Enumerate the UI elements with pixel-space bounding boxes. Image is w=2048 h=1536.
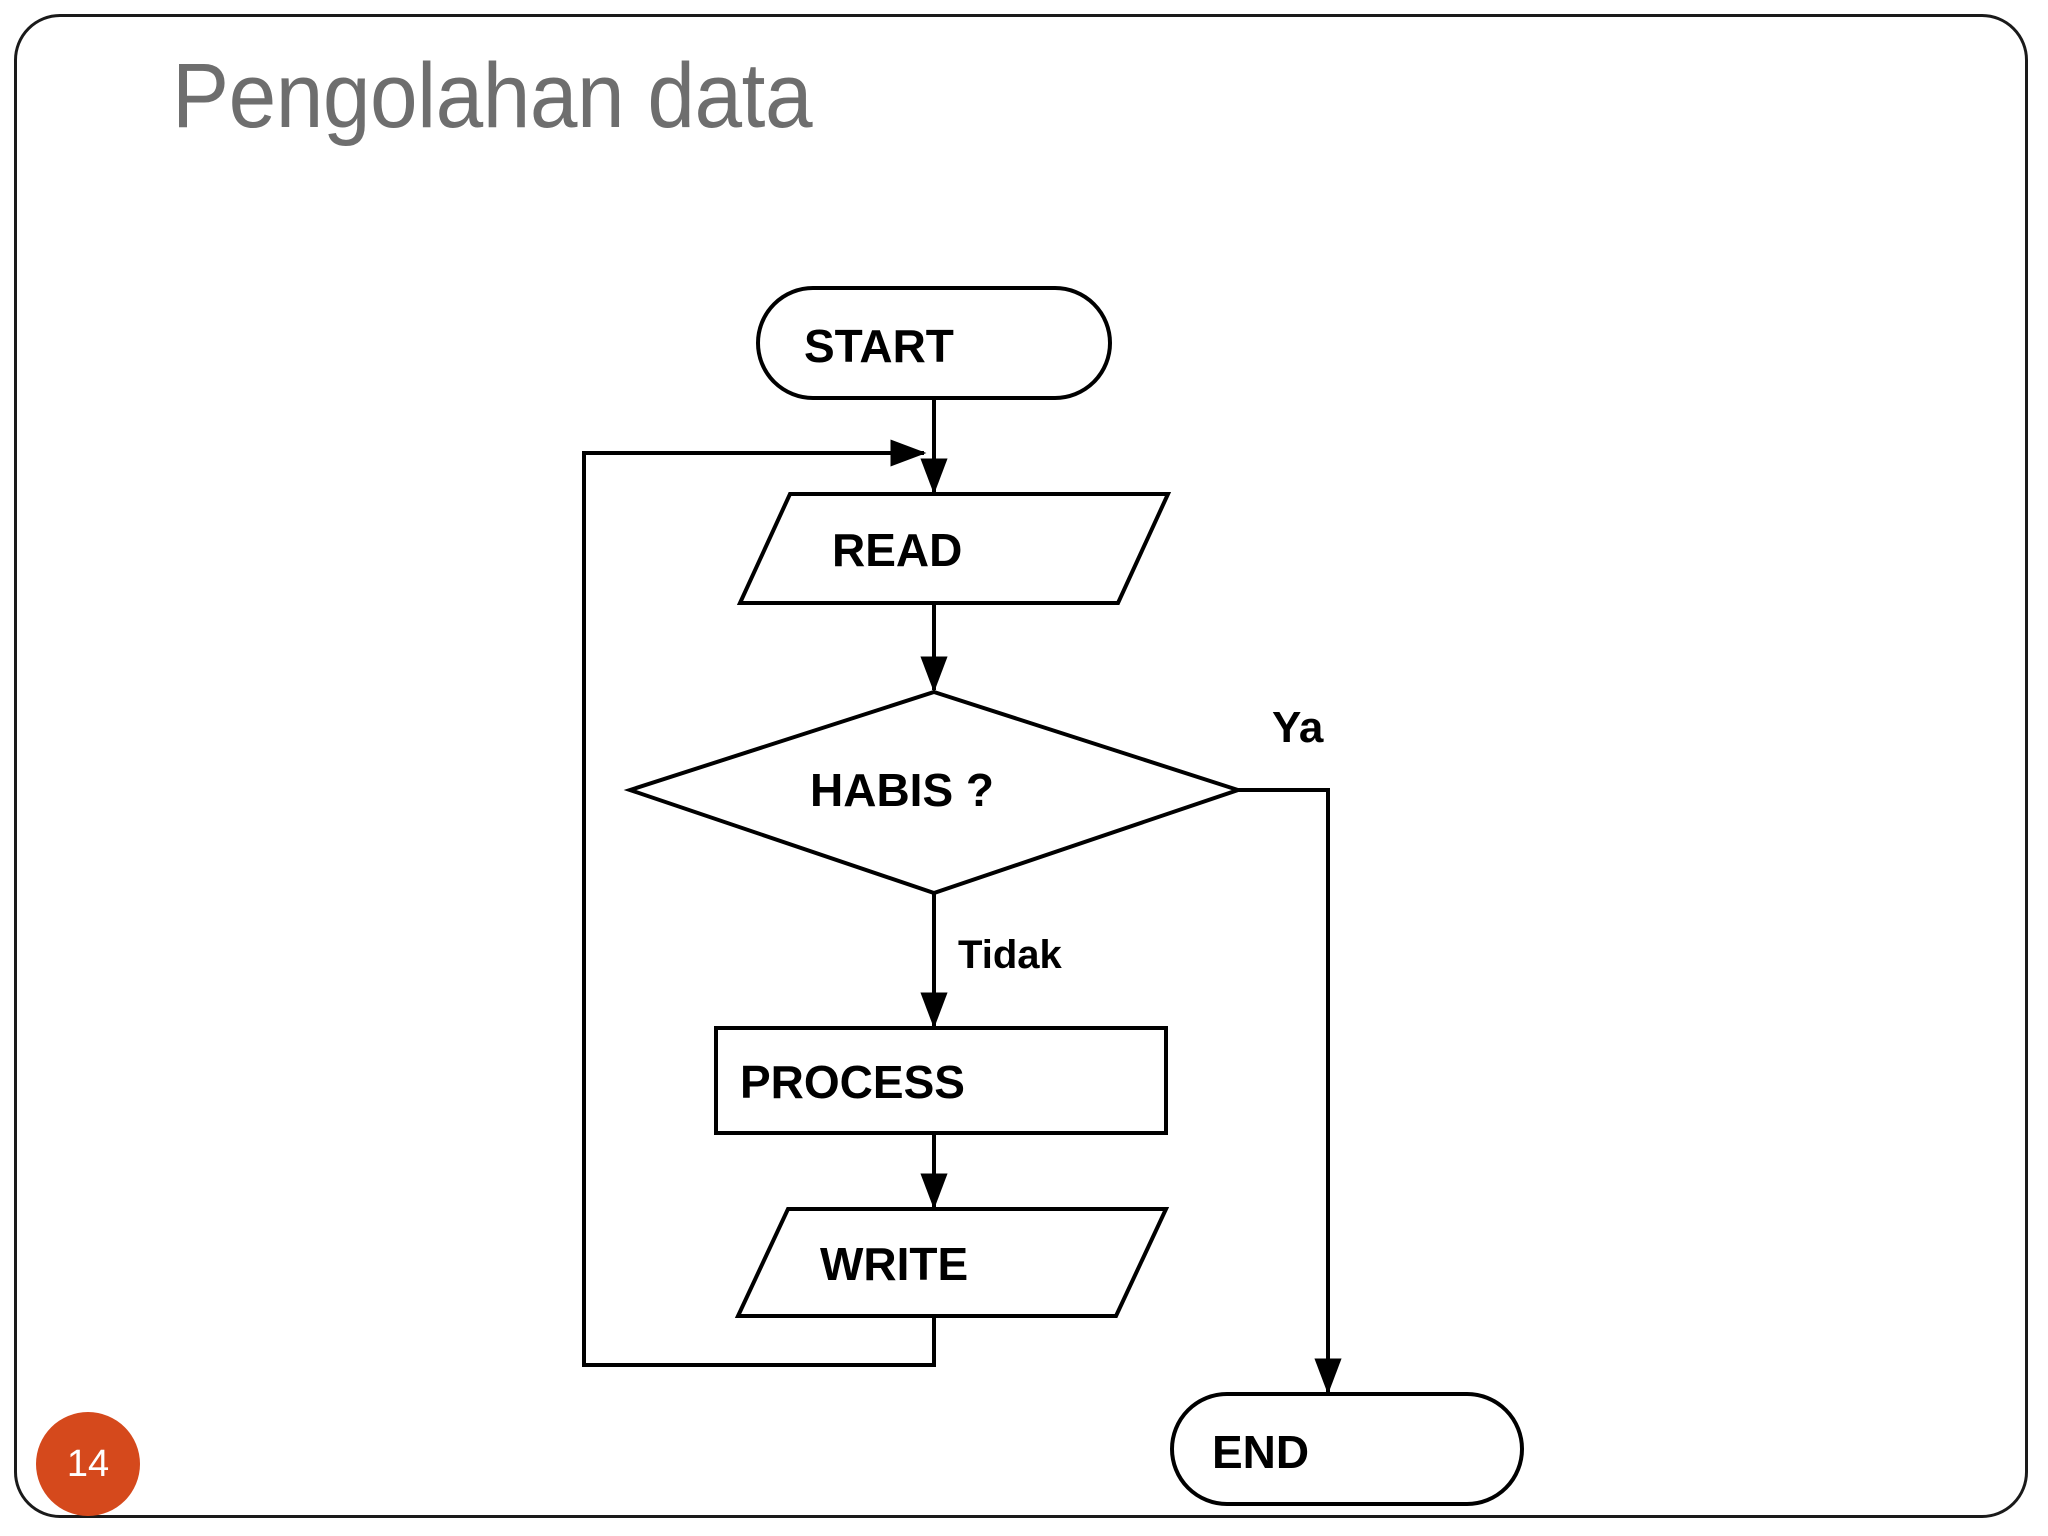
flow-node-process[interactable]: PROCESS — [714, 1026, 1168, 1135]
end-label: END — [1212, 1426, 1309, 1478]
edge-label-ya: Ya — [1272, 703, 1324, 752]
read-label: READ — [832, 524, 962, 576]
habis-label: HABIS ? — [810, 764, 994, 816]
edge-write-to-read-loopback — [582, 439, 936, 1367]
read-shape — [736, 492, 1172, 605]
page-title: Pengolahan data — [172, 45, 813, 147]
flow-node-read[interactable]: READ — [736, 492, 1172, 605]
edge-habis-ya-to-end — [1238, 788, 1342, 1395]
flow-node-end[interactable]: END — [1170, 1392, 1524, 1506]
edge-label-tidak: Tidak — [958, 933, 1063, 977]
write-shape — [734, 1207, 1170, 1318]
start-shape — [756, 286, 1112, 400]
process-shape — [714, 1026, 1168, 1135]
page-number-badge: 14 — [36, 1412, 140, 1516]
page-number-text: 14 — [66, 1443, 110, 1485]
flow-node-write[interactable]: WRITE — [734, 1207, 1170, 1318]
flow-node-start[interactable]: START — [756, 286, 1112, 400]
flow-node-habis[interactable]: HABIS ? — [623, 689, 1245, 896]
write-label: WRITE — [820, 1238, 968, 1290]
process-label: PROCESS — [740, 1056, 965, 1108]
habis-shape — [623, 689, 1245, 896]
start-label: START — [804, 320, 954, 372]
end-shape — [1170, 1392, 1524, 1506]
